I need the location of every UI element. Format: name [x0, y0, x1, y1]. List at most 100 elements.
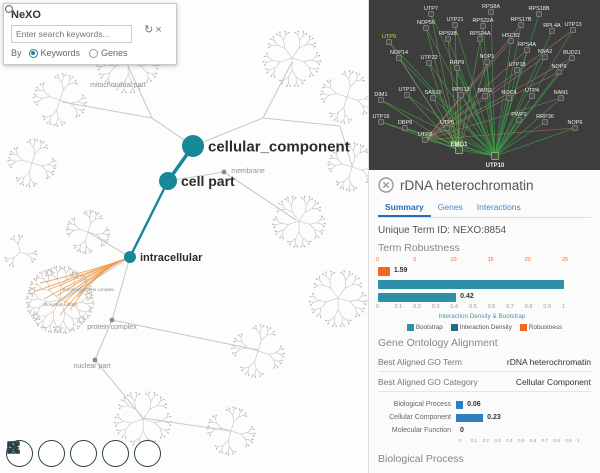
- svg-text:RPS8A: RPS8A: [482, 4, 500, 10]
- gene-node-nop9[interactable]: NOP9: [552, 64, 567, 75]
- svg-text:UTP15: UTP15: [398, 87, 415, 93]
- svg-text:UTP10: UTP10: [486, 163, 505, 169]
- gene-node-hsc82[interactable]: HSC82: [502, 33, 520, 44]
- zoom-out-button[interactable]: [7, 440, 65, 467]
- gene-node-utp15[interactable]: UTP15: [398, 87, 416, 98]
- gene-node-noc4[interactable]: NOC4: [501, 90, 517, 101]
- gene-node-utp5[interactable]: UTP5: [440, 120, 454, 131]
- right-column: UTP7 RPS8A RPS18B UTP13 NOP56 UTP21 RPS22A RPS1…: [368, 0, 600, 473]
- svg-text:cellular_component: cellular_component: [208, 138, 350, 155]
- svg-text:NOP56: NOP56: [417, 20, 435, 26]
- search-by-label: By: [11, 48, 22, 58]
- bar-value: 1.59: [393, 267, 408, 274]
- search-icon[interactable]: [4, 4, 16, 16]
- tab-interactions[interactable]: Interactions: [476, 202, 521, 212]
- close-icon[interactable]: [378, 177, 394, 193]
- gene-node-bud21[interactable]: BUD21: [563, 50, 581, 61]
- tree-label-membrane: membrane: [231, 168, 265, 175]
- gene-node-rps24a[interactable]: RPS24A: [469, 31, 491, 42]
- go-alignment-heading: Gene Ontology Alignment: [378, 337, 498, 349]
- svg-text:DBP8: DBP8: [398, 120, 412, 126]
- gene-node-rps13[interactable]: RPS13: [452, 87, 470, 98]
- clear-search-icon[interactable]: ×: [155, 24, 162, 36]
- svg-text:NSA2: NSA2: [538, 49, 552, 55]
- gene-network-canvas[interactable]: UTP7 RPS8A RPS18B UTP13 NOP56 UTP21 RPS22A RPS1…: [369, 0, 600, 170]
- collapse-button[interactable]: [7, 440, 129, 467]
- gene-node-rrp9[interactable]: RRP9: [450, 60, 465, 71]
- fit-screen-button[interactable]: [7, 440, 97, 467]
- gene-node-bms1[interactable]: BMS1: [478, 88, 493, 99]
- gene-node-nsa2[interactable]: NSA2: [538, 49, 552, 60]
- alignment-category: Molecular Function: [391, 427, 451, 434]
- gene-node-dbp8[interactable]: DBP8: [398, 120, 412, 131]
- gene-node-nop14[interactable]: NOP14: [390, 50, 408, 61]
- alignment-bar-wrap: 0.06: [456, 400, 591, 409]
- tree-node-intracellular[interactable]: intracellular: [124, 251, 203, 264]
- gene-node-utp10[interactable]: UTP10: [486, 152, 505, 170]
- tree-node-cell-part[interactable]: cell part: [159, 172, 235, 190]
- gene-node-rrp36[interactable]: RRP36: [536, 114, 554, 125]
- svg-text:NOP6: NOP6: [568, 120, 583, 126]
- tab-genes[interactable]: Genes: [437, 202, 463, 212]
- gene-node-rps8a[interactable]: RPS8A: [482, 4, 500, 15]
- gene-node-nop56[interactable]: NOP56: [417, 20, 435, 31]
- tree-label-ribonucleoprotein-complex: ribonucleoprotein complex: [62, 287, 115, 292]
- svg-text:UTP13: UTP13: [564, 22, 581, 28]
- unique-term-id: Unique Term ID: NEXO:8854: [378, 225, 507, 236]
- search-mode-keywords[interactable]: Keywords: [28, 48, 80, 58]
- legend-swatch: [406, 324, 414, 331]
- legend-swatch: [450, 324, 458, 331]
- svg-text:RPL4A: RPL4A: [543, 23, 561, 29]
- gene-network-panel: UTP7 RPS8A RPS18B UTP13 NOP56 UTP21 RPS22A RPS1…: [369, 0, 600, 170]
- svg-text:RPS24A: RPS24A: [469, 31, 490, 37]
- term-title: rDNA heterochromatin: [400, 177, 534, 193]
- search-input[interactable]: [11, 25, 132, 43]
- svg-text:RRP36: RRP36: [536, 114, 554, 120]
- svg-text:UTP16: UTP16: [372, 114, 389, 120]
- layers-button[interactable]: [7, 440, 161, 467]
- gene-node-rps4a[interactable]: RPS4A: [518, 42, 536, 53]
- search-mode-genes[interactable]: Genes: [89, 48, 128, 58]
- gene-node-utp13[interactable]: UTP13: [564, 22, 582, 33]
- alignment-category: Biological Process: [393, 401, 451, 408]
- term-robustness-heading: Term Robustness: [378, 242, 460, 254]
- gene-node-emg1[interactable]: EMG1: [450, 142, 468, 154]
- gene-node-rps18b[interactable]: RPS18B: [528, 6, 550, 17]
- gene-node-nop6[interactable]: NOP6: [568, 120, 583, 131]
- gene-node-sas10[interactable]: SAS10: [424, 90, 442, 101]
- gene-node-rps22a[interactable]: RPS22A: [472, 18, 494, 29]
- gene-node-rps9b[interactable]: RPS9B: [439, 31, 457, 42]
- gene-node-utp16[interactable]: UTP16: [372, 114, 390, 125]
- gene-node-pwp2[interactable]: PWP2: [511, 112, 527, 123]
- svg-text:cell part: cell part: [181, 173, 235, 189]
- tree-node-cellular-component[interactable]: cellular_component: [182, 135, 350, 157]
- gene-node-utp22[interactable]: UTP22: [420, 55, 438, 66]
- gene-node-utp18[interactable]: UTP18: [508, 62, 526, 73]
- tab-summary[interactable]: Summary: [378, 198, 431, 217]
- gene-node-rps17b[interactable]: RPS17B: [510, 17, 532, 28]
- gene-node-nan1[interactable]: NAN1: [554, 90, 569, 101]
- reset-icon[interactable]: ↻: [144, 24, 154, 36]
- alignment-row-biological-process: Biological Process 0.06: [378, 398, 591, 411]
- svg-text:NOP1: NOP1: [480, 54, 495, 60]
- gene-node-utp4[interactable]: UTP4: [525, 88, 539, 99]
- gene-node-utp8[interactable]: UTP8: [418, 132, 432, 143]
- gene-node-utp21[interactable]: UTP21: [446, 17, 464, 28]
- gene-node-utp9[interactable]: UTP9: [382, 34, 396, 45]
- robustness-bar-bootstrap: [378, 278, 586, 291]
- svg-text:BMS1: BMS1: [478, 88, 493, 94]
- tree-label-mitochondrial-part: mitochondrial part: [90, 82, 146, 89]
- svg-text:UTP21: UTP21: [446, 17, 463, 23]
- gene-node-utp7[interactable]: UTP7: [424, 6, 438, 17]
- gene-node-nop1[interactable]: NOP1: [480, 54, 495, 65]
- gene-node-dim1[interactable]: DIM1: [374, 92, 388, 103]
- gene-node-rpl4a[interactable]: RPL4A: [543, 23, 561, 34]
